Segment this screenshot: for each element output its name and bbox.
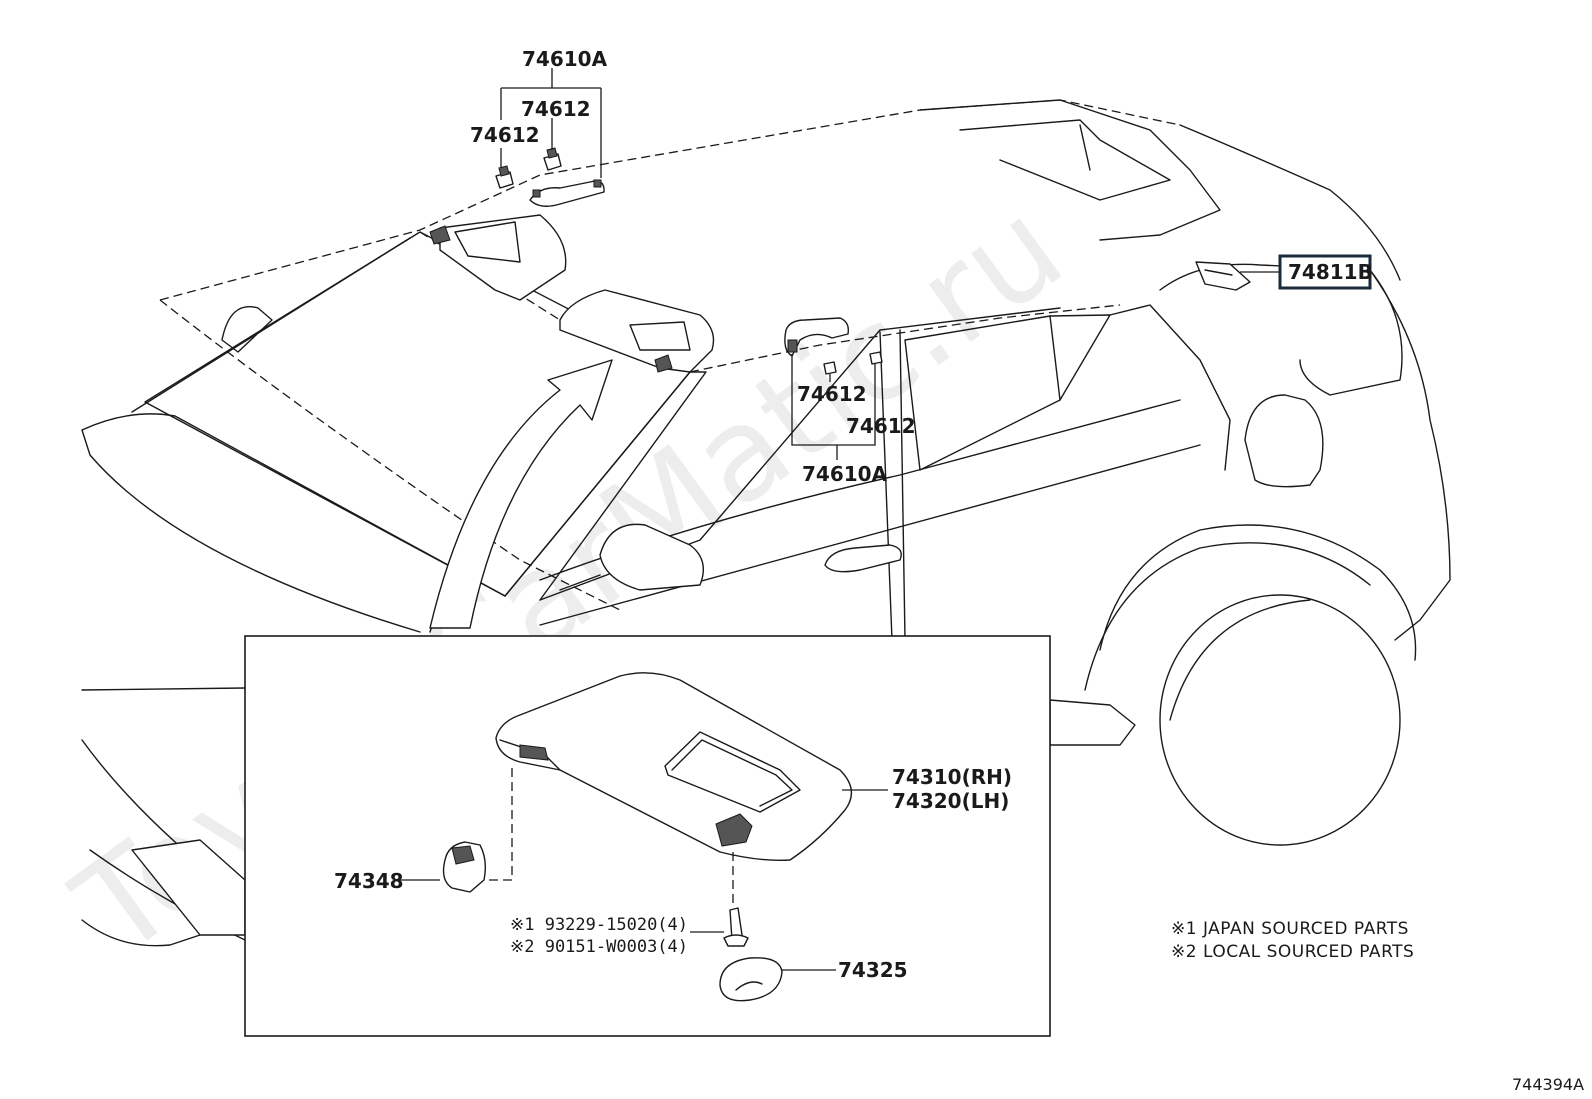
label-rear-part: 74811B: [1288, 260, 1373, 284]
label-screw-2: ※2 90151-W0003(4): [510, 937, 688, 957]
label-cover: 74325: [838, 958, 908, 982]
label-visor-lh: 74320(LH): [892, 789, 1009, 813]
clip-rear-2: [869, 351, 883, 365]
label-screw-1: ※1 93229-15020(4): [510, 915, 688, 935]
label-clip-rear-2: 74612: [846, 414, 916, 438]
clip-front-right: [543, 147, 562, 171]
assist-grip-front: [529, 179, 605, 207]
visor-cover: [719, 957, 783, 1002]
figure-code: 744394A: [1512, 1075, 1584, 1094]
screw: [723, 907, 749, 947]
sun-visor-detail: [495, 672, 853, 861]
highlight-box: [1278, 254, 1372, 290]
label-clip-rear-1: 74612: [797, 382, 867, 406]
label-assist-grip-rear: 74610A: [802, 462, 888, 486]
assist-grip-rear: [784, 317, 850, 357]
visor-installed-left: [429, 214, 567, 301]
label-visor-holder: 74348: [334, 869, 404, 893]
visor-installed-right: [559, 289, 715, 373]
clip-rear-1: [823, 361, 837, 375]
label-visor-rh: 74310(RH): [892, 765, 1012, 789]
callout-arrow: [429, 359, 613, 629]
legend-item-2: ※2 LOCAL SOURCED PARTS: [1171, 942, 1414, 962]
label-assist-grip-front: 74610A: [522, 47, 608, 71]
label-clip-front-left: 74612: [470, 123, 540, 147]
rear-roof-part: [1195, 261, 1251, 291]
clip-front-left: [495, 165, 514, 189]
label-clip-front-right: 74612: [521, 97, 591, 121]
visor-holder: [442, 841, 487, 893]
legend-item-1: ※1 JAPAN SOURCED PARTS: [1171, 919, 1409, 939]
